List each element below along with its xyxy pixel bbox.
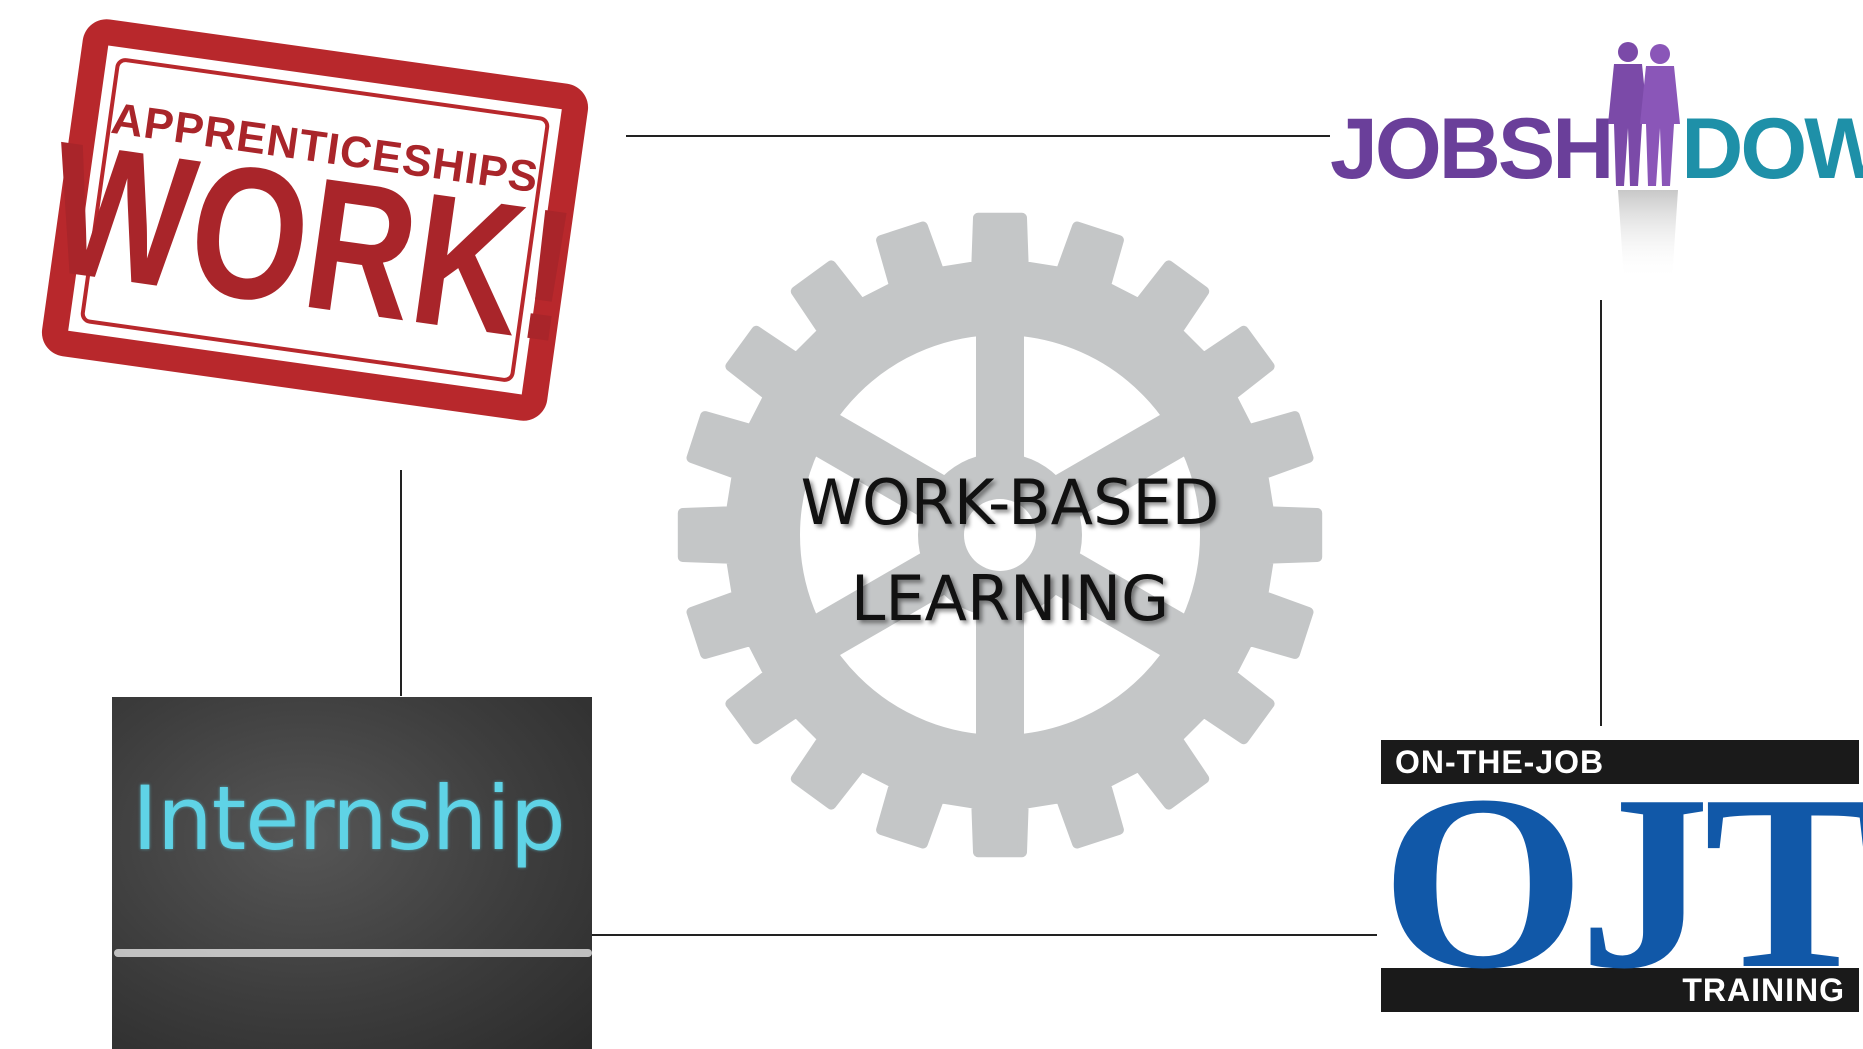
stamp-frame: APPRENTICESHIPS WORK!: [37, 16, 592, 424]
connector-line-bottom: [590, 934, 1377, 936]
jobshadow-text-part2: DOW: [1681, 101, 1863, 197]
chalk-underline: [114, 949, 592, 957]
ojt-bottom-text: TRAINING: [1682, 972, 1845, 1008]
apprenticeships-stamp-logo: APPRENTICESHIPS WORK!: [20, 10, 620, 460]
gear-icon: [677, 212, 1323, 858]
connector-line-left: [400, 470, 402, 696]
ojt-letters: OJT: [1381, 744, 1863, 1021]
stamp-inner: APPRENTICESHIPS WORK!: [37, 56, 586, 384]
ojt-top-bar: ON-THE-JOB: [1381, 740, 1859, 784]
ojt-training-logo: ON-THE-JOB TRAINING OJT: [1381, 740, 1863, 1020]
jobshadow-logo: JOBSH DOW: [1330, 40, 1863, 300]
connector-line-top: [626, 135, 1330, 137]
ojt-bottom-bar: TRAINING: [1381, 968, 1859, 1012]
connector-line-right: [1600, 300, 1602, 726]
center-label-line1: WORK-BASED: [800, 466, 1220, 539]
internship-text: Internship: [132, 767, 566, 870]
jobshadow-text-part1: JOBSH: [1330, 101, 1614, 197]
center-label-line2: LEARNING: [850, 562, 1170, 635]
center-label: WORK-BASED LEARNING: [700, 455, 1320, 647]
internship-chalkboard-image: Internship: [112, 697, 592, 1049]
gear-hub-hole: [964, 499, 1036, 571]
people-silhouette-icon: [1608, 42, 1680, 280]
gear-rim: [677, 212, 1323, 858]
jobshadow-text: JOBSH DOW: [1330, 100, 1863, 199]
ojt-top-text: ON-THE-JOB: [1395, 744, 1605, 780]
